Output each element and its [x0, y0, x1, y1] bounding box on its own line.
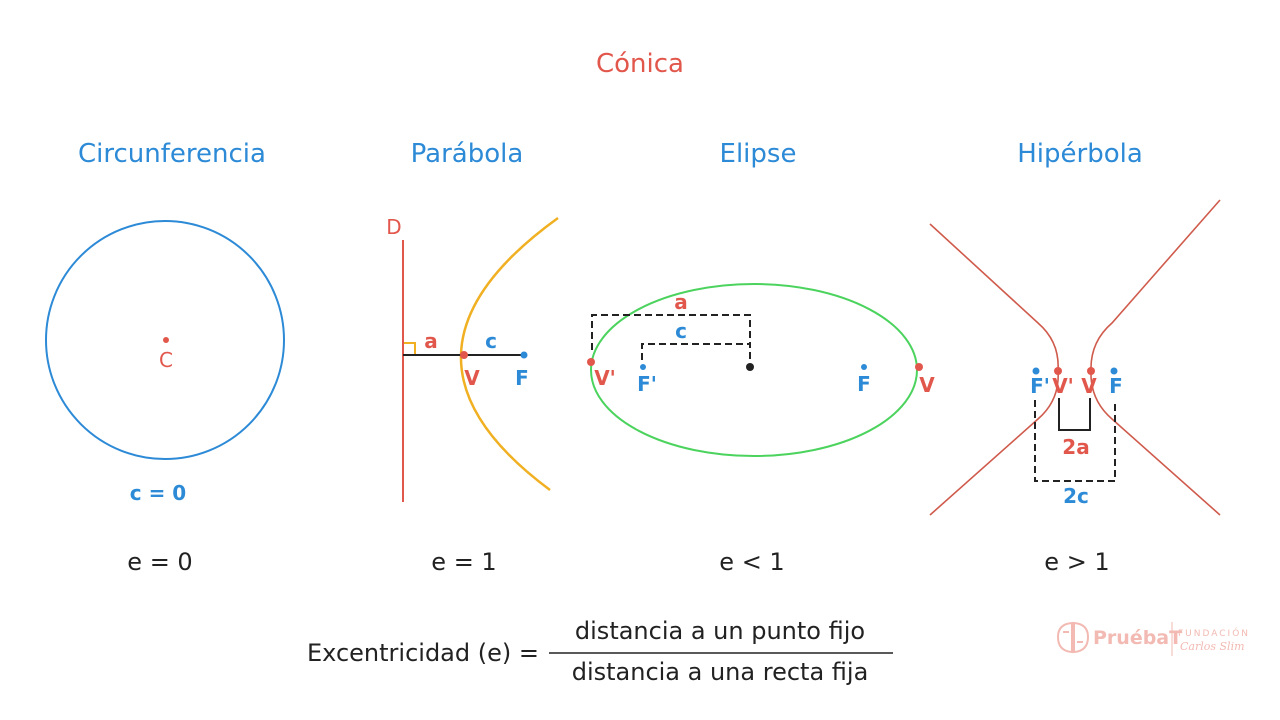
hyperbola-heading: Hipérbola	[1017, 139, 1143, 169]
ellipse-a-label: a	[674, 290, 688, 314]
hyperbola-f-prime-label: F'	[1030, 374, 1050, 398]
parabola-vertex-label: V	[464, 366, 480, 390]
hyperbola-f-point	[1110, 367, 1118, 375]
circumference-center-point	[163, 337, 169, 343]
parabola-focus-label: F	[515, 366, 529, 390]
eccentricity-formula: Excentricidad (e) = distancia a un punto…	[307, 617, 893, 686]
hyperbola-f-label: F	[1109, 374, 1123, 398]
hyperbola-2c-bracket	[1034, 400, 1116, 482]
parabola-c-label: c	[485, 329, 497, 353]
hyperbola-v-prime-point	[1054, 367, 1062, 375]
ellipse-eccentricity: e < 1	[719, 548, 784, 576]
formula-numerator: distancia a un punto fijo	[575, 617, 865, 645]
hyperbola-right-branch	[1090, 199, 1221, 516]
circumference-curve	[45, 220, 285, 460]
hyperbola-v-point	[1087, 367, 1095, 375]
ellipse-c-label: c	[675, 319, 687, 343]
circumference-panel: Circunferencia C c = 0 e = 0	[45, 139, 285, 576]
circumference-center-label: C	[159, 348, 173, 372]
ellipse-f-point	[861, 364, 867, 370]
brain-icon	[1056, 621, 1090, 654]
formula-lhs: Excentricidad (e) =	[307, 639, 539, 667]
ellipse-heading: Elipse	[720, 139, 797, 169]
ellipse-v-prime-point	[587, 358, 595, 366]
ellipse-v-prime-label: V'	[594, 366, 616, 390]
circumference-eccentricity: e = 0	[127, 548, 192, 576]
ellipse-v-point	[915, 363, 923, 371]
hyperbola-2a-label: 2a	[1062, 435, 1089, 459]
ellipse-v-label: V	[919, 373, 935, 397]
parabola-panel: Parábola D a c V F e = 1	[386, 139, 559, 576]
circumference-note: c = 0	[130, 481, 186, 505]
ellipse-a-bracket	[591, 314, 751, 350]
hyperbola-v-label: V	[1081, 374, 1097, 398]
ellipse-center-point	[746, 363, 754, 371]
logo-brand-text: PruébaT	[1093, 627, 1182, 649]
parabola-focus-point	[520, 351, 528, 359]
ellipse-panel: Elipse a c V' F' F V e < 1	[587, 139, 935, 576]
ellipse-c-bracket	[641, 343, 751, 362]
parabola-directrix-label: D	[386, 215, 401, 239]
hyperbola-panel: Hipérbola 2a 2c F' V' V F e > 1	[929, 139, 1221, 576]
hyperbola-2a-bracket	[1058, 398, 1091, 431]
hyperbola-v-prime-label: V'	[1052, 374, 1074, 398]
ellipse-f-prime-point	[640, 364, 646, 370]
formula-denominator: distancia a una recta fija	[572, 658, 869, 686]
parabola-eccentricity: e = 1	[431, 548, 496, 576]
hyperbola-2c-label: 2c	[1063, 484, 1089, 508]
parabola-right-angle-marker	[404, 342, 416, 354]
hyperbola-f-prime-point	[1032, 367, 1040, 375]
diagram-title: Cónica	[596, 49, 684, 79]
hyperbola-eccentricity: e > 1	[1044, 548, 1109, 576]
brand-logo: PruébaT FUNDACIÓN Carlos Slim	[1056, 621, 1250, 656]
parabola-heading: Parábola	[411, 139, 524, 169]
ellipse-f-label: F	[857, 372, 871, 396]
logo-org-top: FUNDACIÓN	[1178, 627, 1250, 639]
parabola-a-label: a	[424, 329, 438, 353]
ellipse-f-prime-label: F'	[637, 372, 657, 396]
logo-org-bottom: Carlos Slim	[1180, 640, 1245, 653]
ellipse-curve	[590, 283, 918, 457]
parabola-vertex-point	[460, 351, 468, 359]
circumference-heading: Circunferencia	[78, 139, 266, 169]
